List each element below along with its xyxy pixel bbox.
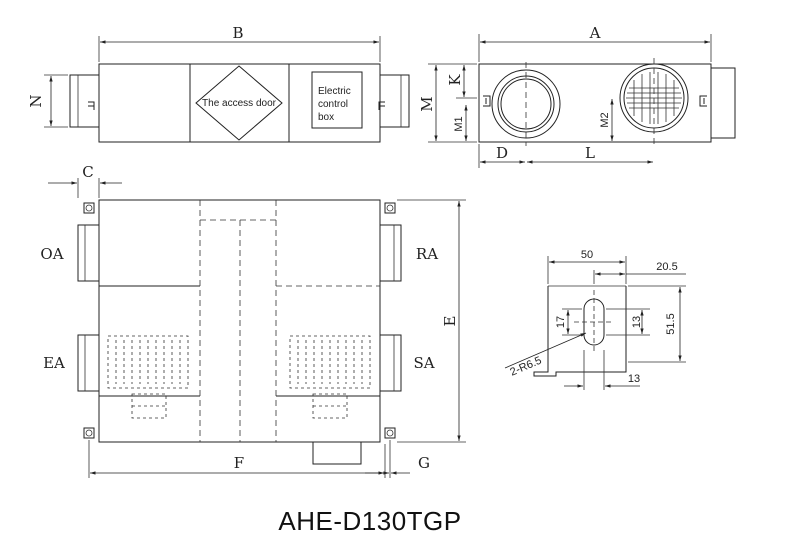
front-view: OA EA RA SA C E F G <box>40 163 466 478</box>
side-view-box <box>710 67 736 139</box>
dim-M2-label: M2 <box>599 112 611 127</box>
left-grille <box>107 335 189 389</box>
dim-E-label: E <box>441 316 459 327</box>
front-view-body <box>98 199 381 443</box>
dim-N-label: N <box>27 94 45 107</box>
duct-OA <box>77 224 100 282</box>
dim-M1-label: M1 <box>453 116 465 131</box>
dim-A-label: A <box>589 24 601 42</box>
access-door-diamond <box>195 65 283 141</box>
dim-13-vertical-label: 13 <box>631 316 643 328</box>
model-title: AHE-D130TGP <box>278 506 461 536</box>
access-door-label: The access door <box>202 98 277 109</box>
bottom-electric-box <box>312 441 362 465</box>
dim-D-label: D <box>496 144 508 162</box>
bracket-outline <box>533 286 627 377</box>
port-SA-label: SA <box>413 354 434 372</box>
duct-EA <box>77 334 100 392</box>
side-view: A M K M1 M2 D L <box>418 24 736 168</box>
electric-box-line-1: Electric <box>318 86 351 97</box>
top-right-duct <box>379 74 410 128</box>
duct-RA <box>379 224 402 282</box>
port-RA-label: RA <box>416 245 438 263</box>
top-left-duct <box>69 74 100 128</box>
electric-box-line-2: control <box>318 99 348 110</box>
right-grille <box>289 335 371 389</box>
electric-box-line-3: box <box>318 112 334 123</box>
dim-20-5-label: 20.5 <box>656 261 677 273</box>
dim-K-label: K <box>446 74 464 86</box>
dim-51-5-label: 51.5 <box>665 313 677 334</box>
port-EA-label: EA <box>43 354 65 372</box>
radius-note-label: 2-R6.5 <box>508 355 543 379</box>
dim-G-label: G <box>418 454 430 472</box>
dim-13-horizontal-label: 13 <box>628 373 640 385</box>
dim-C-label: C <box>82 163 93 181</box>
dim-50-label: 50 <box>581 249 593 261</box>
dim-17-label: 17 <box>555 316 567 328</box>
dim-L-label: L <box>585 144 595 162</box>
dim-F-label: F <box>234 454 244 472</box>
dim-M-label: M <box>418 96 436 111</box>
dim-B-label: B <box>232 24 243 42</box>
port-OA-label: OA <box>40 245 63 263</box>
bracket-detail: 50 20.5 17 13 51.5 13 2-R6.5 <box>504 249 686 390</box>
electric-box <box>311 71 363 129</box>
bracket-slot <box>583 298 605 346</box>
top-view: The access door Electric control box B N <box>27 24 410 143</box>
corner-brackets <box>83 202 396 439</box>
duct-SA <box>379 334 402 392</box>
